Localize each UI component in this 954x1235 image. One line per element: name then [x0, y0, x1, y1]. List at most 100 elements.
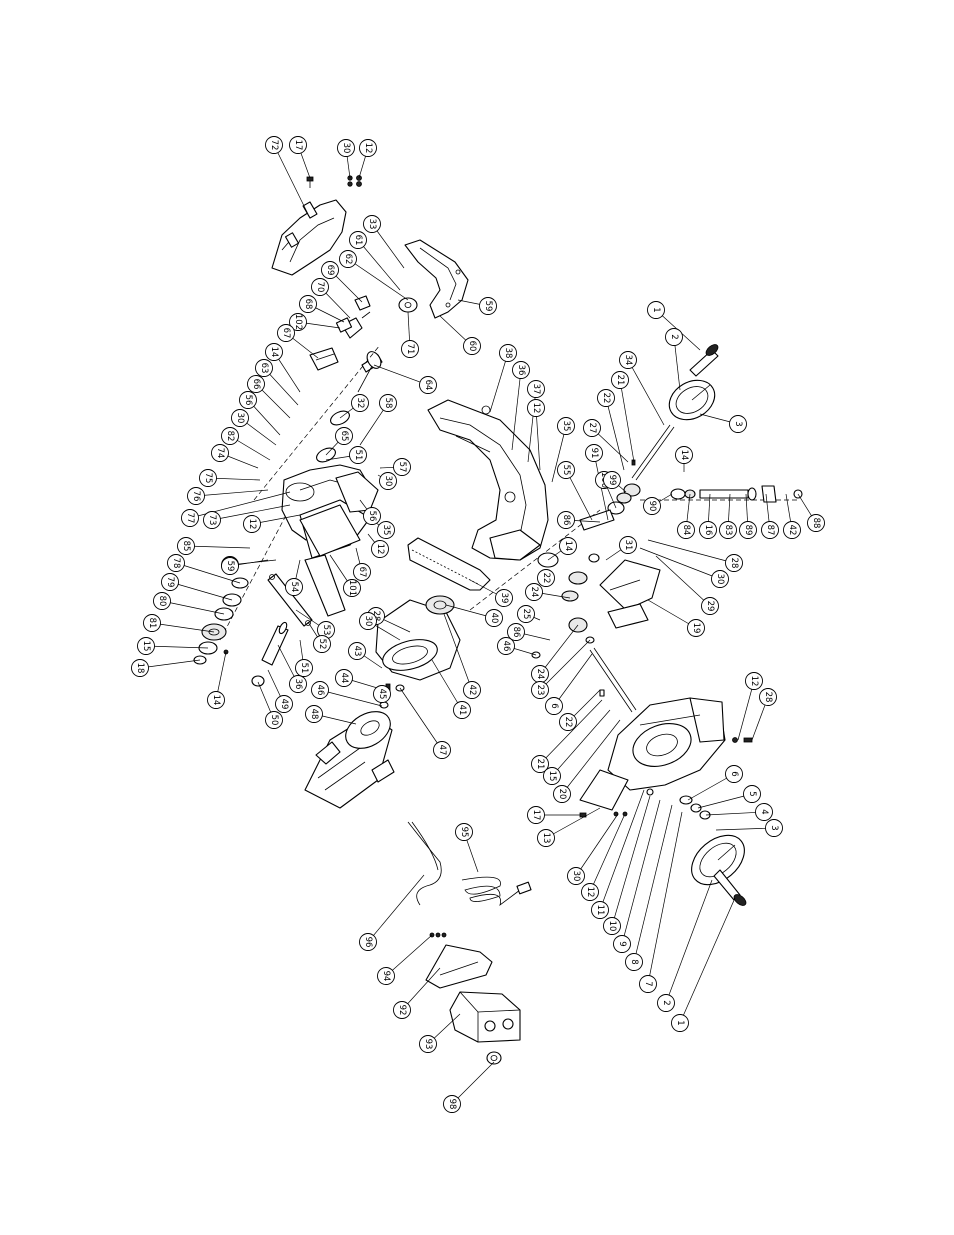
- callout-circle: [277, 324, 295, 342]
- leader-line: [451, 1061, 495, 1105]
- callout-number: 93: [423, 1039, 433, 1050]
- callout-number: 66: [251, 379, 261, 390]
- strain-relief-nut: [486, 1051, 502, 1065]
- part-callout: 77: [181, 509, 199, 527]
- feed-shaft: [670, 485, 803, 503]
- blade-adjust-assembly: [309, 295, 418, 371]
- callout-number: 78: [171, 558, 181, 569]
- callout-circle: [187, 487, 205, 505]
- part-callout: 46: [311, 681, 329, 699]
- callout-circle: [603, 917, 621, 935]
- callout-circle: [143, 614, 161, 632]
- callout-circle: [181, 509, 199, 527]
- switch-box: [449, 991, 521, 1043]
- callout-circle: [373, 685, 391, 703]
- leader-line: [611, 795, 651, 927]
- part-callout: 76: [187, 487, 205, 505]
- callout-number: 45: [377, 689, 387, 700]
- callout-circle: [289, 136, 307, 154]
- part-callout: 28: [759, 688, 777, 706]
- part-callout: 23: [531, 681, 549, 699]
- callout-circle: [463, 337, 481, 355]
- callout-number: 91: [589, 448, 599, 459]
- callout-circle: [393, 1001, 411, 1019]
- callout-number: 86: [511, 627, 521, 638]
- callout-circle: [687, 619, 705, 637]
- wire-harness: [407, 821, 442, 906]
- pulley-stack: [193, 577, 249, 665]
- part-callout: 24: [525, 583, 543, 601]
- callout-circle: [525, 583, 543, 601]
- callout-circle: [321, 261, 339, 279]
- callout-circle: [559, 537, 577, 555]
- leader-line: [737, 680, 755, 741]
- callout-circle: [531, 681, 549, 699]
- callout-number: 34: [623, 355, 633, 366]
- handwheel-top: [668, 344, 719, 421]
- callout-number: 24: [535, 669, 545, 680]
- part-callout: 22: [597, 389, 615, 407]
- callout-circle: [699, 521, 717, 539]
- leader-line: [575, 813, 619, 877]
- part-callout: 30: [359, 612, 377, 630]
- callout-number: 71: [405, 344, 415, 355]
- callout-number: 29: [705, 601, 715, 612]
- leader-line: [401, 967, 441, 1011]
- callout-number: 30: [715, 574, 725, 585]
- callout-number: 46: [501, 641, 511, 652]
- callout-number: 30: [341, 143, 351, 154]
- callout-circle: [783, 521, 801, 539]
- leader-line: [539, 624, 579, 675]
- callout-number: 30: [383, 476, 393, 487]
- part-callout: 2: [657, 994, 675, 1012]
- part-callout: 32: [351, 394, 369, 412]
- callout-circle: [545, 697, 563, 715]
- callout-circle: [619, 351, 637, 369]
- callout-number: 75: [203, 473, 213, 484]
- part-callout: 12: [359, 139, 377, 157]
- leader-line: [169, 581, 233, 601]
- part-callout: 90: [643, 497, 661, 515]
- part-callout: 14: [675, 446, 693, 464]
- leader-line: [371, 223, 405, 269]
- callout-circle: [377, 967, 395, 985]
- callout-circle: [289, 313, 307, 331]
- part-callout: 35: [377, 521, 395, 539]
- callout-circle: [647, 301, 665, 319]
- callout-number: 24: [529, 587, 539, 598]
- callout-number: 67: [281, 328, 291, 339]
- part-callout: 30: [567, 867, 585, 885]
- callout-circle: [537, 829, 555, 847]
- callout-number: 59: [225, 561, 235, 572]
- callout-circle: [665, 328, 683, 346]
- callout-circle: [759, 688, 777, 706]
- callout-number: 21: [535, 759, 545, 770]
- callout-circle: [167, 554, 185, 572]
- callout-circle: [485, 609, 503, 627]
- part-callout: 91: [585, 444, 603, 462]
- callout-circle: [371, 540, 389, 558]
- leader-line: [679, 897, 736, 1024]
- callout-circle: [177, 537, 195, 555]
- part-callout: 34: [619, 351, 637, 369]
- callout-number: 10: [607, 921, 617, 932]
- leader-line: [373, 364, 429, 386]
- callout-number: 15: [141, 641, 151, 652]
- callout-number: 82: [225, 431, 235, 442]
- callout-number: 12: [247, 519, 257, 530]
- callout-circle: [527, 806, 545, 824]
- callout-circle: [613, 935, 631, 953]
- part-callout: 72: [265, 136, 283, 154]
- part-callout: 22: [559, 713, 577, 731]
- part-callout: 64: [419, 376, 437, 394]
- callout-number: 94: [381, 971, 391, 982]
- callout-circle: [348, 642, 366, 660]
- callout-circle: [265, 136, 283, 154]
- callout-number: 79: [165, 577, 175, 588]
- callout-circle: [247, 375, 265, 393]
- leader-line: [715, 827, 775, 831]
- part-callout: 55: [557, 461, 575, 479]
- leader-line: [539, 699, 603, 765]
- part-callout: 62: [339, 250, 357, 268]
- callout-circle: [221, 557, 239, 575]
